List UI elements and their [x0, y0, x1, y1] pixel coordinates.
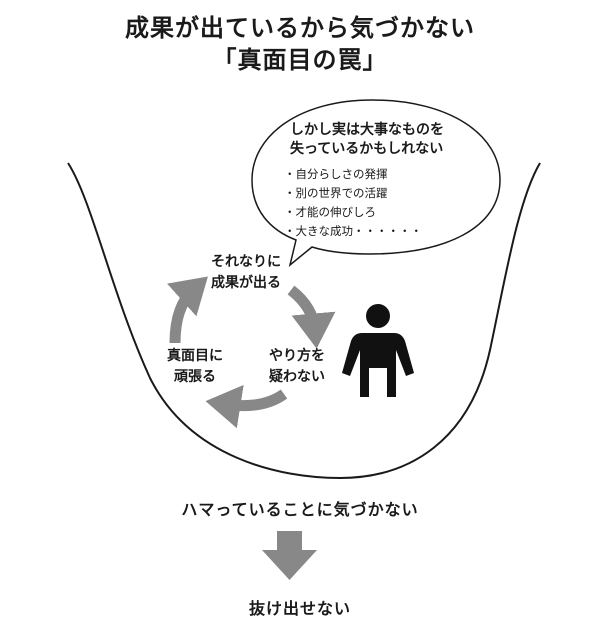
diagram-title-line-1: 成果が出ているから気づかない — [125, 14, 475, 42]
cycle-step-top-line-1: それなりに — [211, 254, 281, 270]
bubble-item: ・才能の伸びしろ — [284, 205, 376, 219]
down-arrow-icon — [262, 531, 317, 580]
cycle-step-left: 真面目に 頑張る — [150, 346, 240, 388]
cycle-step-top: それなりに 成果が出る — [196, 252, 296, 294]
bubble-item: ・大きな成功・・・・・・ — [284, 224, 422, 238]
bubble-line-1: しかし実は大事なものを — [290, 122, 444, 138]
bubble-item: ・別の世界での活躍 — [284, 186, 388, 200]
person-icon — [342, 304, 414, 397]
cycle-arrow-left-to-top — [167, 276, 208, 344]
cycle-step-left-line-2: 頑張る — [174, 369, 216, 385]
cycle-arrow-right-to-left — [205, 384, 288, 429]
diagram-title-line-2: 「真面目の罠」 — [212, 46, 388, 74]
cycle-step-top-line-2: 成果が出る — [211, 275, 281, 291]
cycle-step-left-line-1: 真面目に — [167, 348, 223, 364]
cycle-arrow-top-to-right — [287, 285, 336, 349]
speech-bubble — [251, 99, 501, 267]
bubble-item: ・自分らしさの発揮 — [284, 167, 388, 181]
cannot-escape-caption: 抜け出せない — [248, 599, 351, 618]
bubble-line-2: 失っているかもしれない — [290, 141, 444, 157]
cycle-step-right: やり方を 疑わない — [252, 346, 342, 388]
cycle-step-right-line-1: やり方を — [269, 348, 325, 364]
trap-curve — [67, 162, 541, 480]
cycle-step-right-line-2: 疑わない — [269, 369, 325, 385]
trapped-caption: ハマっていることに気づかない — [181, 500, 419, 519]
